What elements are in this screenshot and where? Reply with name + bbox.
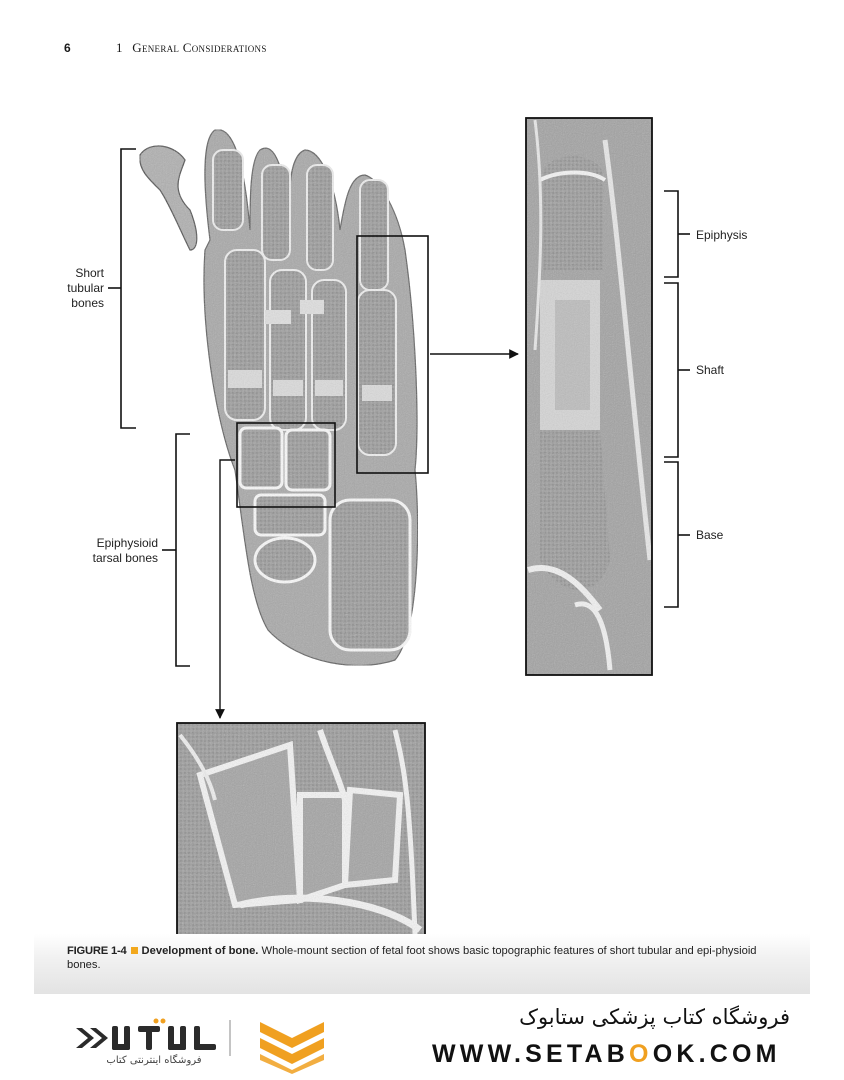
chapter-number: 1 [116,40,123,55]
caption-square-icon [130,947,138,955]
figure-illustration [108,117,690,939]
metatarsal-detail-panel [525,117,653,676]
base-label: Base [696,528,724,542]
logo-tagline: فروشگاه اینترنتی کتاب [106,1055,202,1066]
caption-title: Development of bone. [141,945,259,957]
right-detail-brackets [664,190,690,608]
arrow-to-bottom-detail [215,459,235,719]
store-url: WWW.SETABOOK.COM [432,1040,781,1069]
epiphysioid-label-line1: Epiphysioid [96,536,158,550]
metatarsal-callout-box [356,235,429,474]
epiphysis-label: Epiphysis [696,228,748,242]
page-number: 6 [64,41,71,55]
running-header: 6 1 General Considerations [64,40,266,56]
chapter-title: General Considerations [132,40,267,55]
url-highlight: O [629,1040,653,1068]
short-tubular-label-line1: Short [75,266,104,280]
short-tubular-label-line2: tubular [67,281,104,295]
chapter-heading: 1 General Considerations [116,40,267,56]
chevron-stack-icon [260,1022,324,1074]
url-part-2: OK.COM [652,1040,781,1068]
caption-text: Whole-mount section of fetal foot shows … [67,945,757,971]
figure-caption: FIGURE 1-4 Development of bone. Whole-mou… [67,945,767,972]
tarsal-callout-box [236,422,336,508]
epiphysioid-label-line2: tarsal bones [92,551,158,565]
url-part-1: WWW.SETAB [432,1040,630,1068]
store-name: فروشگاه کتاب پزشکی ستابوک [519,1005,790,1029]
caption-band [34,934,810,994]
short-tubular-label: Short tubular bones [48,266,104,311]
epiphysioid-bracket [162,433,190,667]
figure-id: FIGURE 1-4 [67,945,127,957]
fetal-foot-section [139,129,419,667]
shaft-label: Shaft [696,363,725,377]
tarsal-detail-panel [176,722,426,939]
setabook-logo [76,1018,231,1056]
short-tubular-label-line3: bones [71,296,104,310]
short-tubular-bracket [108,148,136,429]
epiphysioid-label: Epiphysioid tarsal bones [70,536,158,566]
footer-banner [0,995,844,1080]
